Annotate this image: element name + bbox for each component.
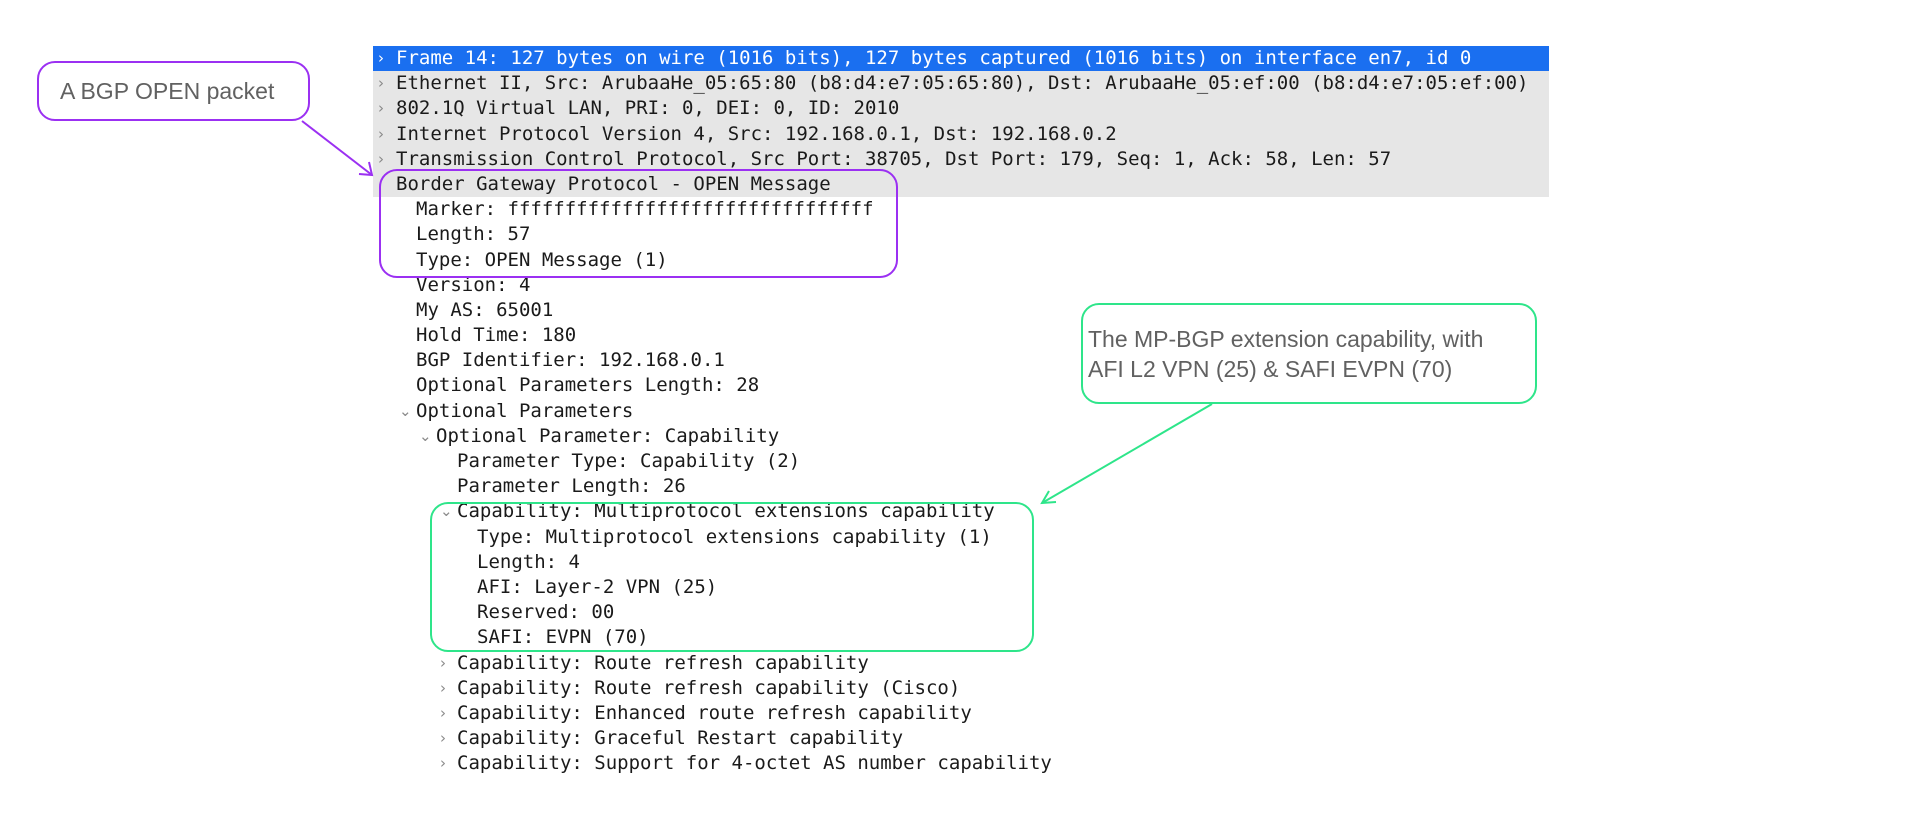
tree-row[interactable]: Parameter Length: 26 [373,474,1549,499]
chevron-down-icon[interactable]: ⌄ [419,426,432,445]
tree-row-label: AFI: Layer-2 VPN (25) [477,575,718,598]
tree-row-label: Transmission Control Protocol, Src Port:… [396,147,1392,170]
tree-row-label: Border Gateway Protocol - OPEN Message [396,172,831,195]
tree-row[interactable]: › Capability: Enhanced route refresh capa… [373,701,1549,726]
tree-row[interactable]: › 802.1Q Virtual LAN, PRI: 0, DEI: 0, ID:… [373,96,1549,122]
tree-row[interactable]: Type: Multiprotocol extensions capabilit… [373,525,1549,550]
tree-row[interactable]: Length: 4 [373,550,1549,575]
chevron-right-icon[interactable]: › [378,49,384,67]
tree-row-label: 802.1Q Virtual LAN, PRI: 0, DEI: 0, ID: … [396,97,900,120]
bgp-open-callout-label: A BGP OPEN packet [60,78,275,104]
tree-row-label: Capability: Multiprotocol extensions cap… [457,500,995,523]
chevron-right-icon[interactable]: › [440,678,446,697]
chevron-right-icon[interactable]: › [378,99,384,118]
tree-row[interactable]: Version: 4 [373,273,1549,298]
purple-arrow [301,120,374,177]
tree-row-label: Length: 57 [416,223,531,246]
tree-row[interactable]: › Capability: Graceful Restart capability [373,726,1549,751]
chevron-right-icon[interactable]: › [378,74,384,93]
tree-row-label: BGP Identifier: 192.168.0.1 [416,349,725,372]
tree-row[interactable]: › Capability: Route refresh capability [373,651,1549,676]
tree-row[interactable]: › Ethernet II, Src: ArubaaHe_05:65:80 (b8… [373,71,1549,97]
tree-row[interactable]: SAFI: EVPN (70) [373,625,1549,650]
tree-row[interactable]: Marker: ffffffffffffffffffffffffffffffff [373,197,1549,222]
mp-bgp-callout [1081,303,1537,404]
tree-row-label: Capability: Route refresh capability [457,651,869,674]
tree-row-label: Parameter Type: Capability (2) [457,450,801,472]
tree-row[interactable]: BGP Identifier: 192.168.0.1 [373,348,1549,373]
tree-row-label: Length: 4 [477,550,580,573]
tree-row[interactable]: ⌄Capability: Multiprotocol extensions ca… [373,499,1549,524]
mp-bgp-callout-label-line1: The MP-BGP extension capability, with [1088,326,1484,352]
chevron-down-icon[interactable]: ⌄ [399,401,412,420]
chevron-right-icon[interactable]: › [378,149,384,168]
tree-row[interactable]: Border Gateway Protocol - OPEN Message [373,171,1549,198]
chevron-right-icon[interactable]: › [440,729,446,748]
bgp-open-callout [37,61,310,121]
tree-row-label: Ethernet II, Src: ArubaaHe_05:65:80 (b8:… [396,72,1529,95]
chevron-right-icon[interactable]: › [440,653,446,672]
tree-row[interactable]: › Internet Protocol Version 4, Src: 192.1… [373,121,1549,147]
tree-row-label: Type: OPEN Message (1) [416,248,668,271]
chevron-right-icon[interactable]: › [440,703,446,722]
tree-row-label: Reserved: 00 [477,601,615,624]
bgp-open-highlight-box [379,169,898,278]
tree-row[interactable]: › Capability: Route refresh capability (C… [373,676,1549,701]
tree-row[interactable]: Parameter Type: Capability (2) [373,449,1549,474]
tree-row-label: Capability: Support for 4-octet AS numbe… [457,752,1052,775]
tree-row-label: Hold Time: 180 [416,324,577,347]
tree-row[interactable]: My AS: 65001 [373,298,1549,323]
tree-row[interactable]: › Transmission Control Protocol, Src Port… [373,146,1549,172]
tree-row-label: Frame 14: 127 bytes on wire (1016 bits),… [396,47,1472,69]
tree-row[interactable]: › Capability: Support for 4-octet AS numb… [373,751,1549,776]
tree-row[interactable]: Optional Parameters Length: 28 [373,373,1549,398]
tree-row-label: Optional Parameters Length: 28 [416,374,760,397]
tree-row[interactable]: AFI: Layer-2 VPN (25) [373,575,1549,600]
tree-row-label: Optional Parameters [416,399,634,422]
tree-row-label: Capability: Enhanced route refresh capab… [457,701,972,724]
tree-row-label: Capability: Graceful Restart capability [457,727,904,750]
tree-row-label: SAFI: EVPN (70) [477,626,649,649]
mp-capability-highlight-box [430,502,1034,652]
packet-details-tree: › Frame 14: 127 bytes on wire (1016 bits)… [373,46,1549,776]
tree-row[interactable]: Hold Time: 180 [373,323,1549,348]
tree-row[interactable]: Length: 57 [373,222,1549,247]
tree-row-label: Version: 4 [416,273,531,296]
tree-row-label: Type: Multiprotocol extensions capabilit… [477,525,992,548]
mp-bgp-callout-label-line2: AFI L2 VPN (25) & SAFI EVPN (70) [1088,356,1453,382]
tree-row-label: My AS: 65001 [416,298,554,321]
tree-row[interactable]: ⌄Optional Parameters [373,399,1549,424]
tree-row[interactable]: ⌄Optional Parameter: Capability [373,424,1549,449]
tree-row-label: Internet Protocol Version 4, Src: 192.16… [396,122,1117,145]
chevron-right-icon[interactable]: › [378,124,384,143]
tree-row-label: Capability: Route refresh capability (Ci… [457,676,961,699]
tree-row[interactable]: Reserved: 00 [373,600,1549,625]
tree-row[interactable]: › Frame 14: 127 bytes on wire (1016 bits)… [373,46,1549,72]
tree-row-label: Parameter Length: 26 [457,475,686,498]
chevron-right-icon[interactable]: › [440,754,446,773]
tree-row-label: Optional Parameter: Capability [436,424,780,447]
tree-row[interactable]: Type: OPEN Message (1) [373,248,1549,273]
tree-row-label: Marker: ffffffffffffffffffffffffffffffff [416,198,874,221]
